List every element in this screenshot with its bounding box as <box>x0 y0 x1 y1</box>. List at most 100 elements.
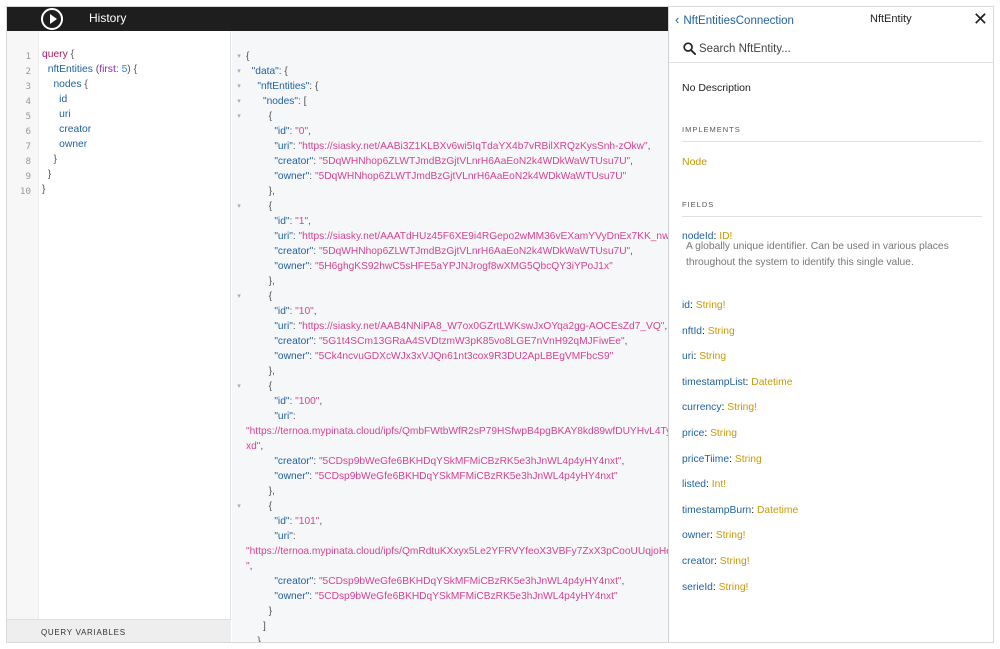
fold-spacer <box>232 394 246 409</box>
code-token: : <box>292 531 296 542</box>
field-timestampBurn[interactable]: timestampBurn: Datetime <box>682 505 798 516</box>
fold-spacer <box>232 304 246 319</box>
field-serieId[interactable]: serieId: String! <box>682 582 748 593</box>
code-token: } <box>42 169 52 180</box>
field-type: Int! <box>711 479 727 490</box>
field-currency[interactable]: currency: String! <box>682 402 757 413</box>
code-token: , <box>319 396 323 407</box>
code-token <box>246 261 274 272</box>
query-line: owner <box>42 139 137 154</box>
field-creator[interactable]: creator: String! <box>682 556 750 567</box>
code-token: : <box>313 156 319 167</box>
code-token: : <box>309 351 315 362</box>
implements-type-name: Node <box>682 156 708 168</box>
execute-query-button[interactable] <box>41 8 63 30</box>
result-line: } <box>246 634 666 642</box>
field-timestampList[interactable]: timestampList: Datetime <box>682 377 792 388</box>
fold-toggle-icon[interactable]: ▾ <box>237 53 241 60</box>
code-token: "owner" <box>274 591 310 602</box>
code-token: "0" <box>295 126 309 137</box>
code-token: xd" <box>246 441 261 452</box>
fold-toggle-icon[interactable]: ▾ <box>237 83 241 90</box>
close-icon[interactable]: ✕ <box>972 9 988 29</box>
implements-type-link[interactable]: Node <box>682 156 707 168</box>
fold-toggle-icon[interactable]: ▾ <box>237 383 241 390</box>
field-type: ID! <box>719 231 733 242</box>
code-token: { <box>246 291 273 302</box>
code-token: , <box>621 456 625 467</box>
field-id[interactable]: id: String! <box>682 300 726 311</box>
field-listed[interactable]: listed: Int! <box>682 479 726 490</box>
code-token: : <box>309 261 315 272</box>
query-line: query { <box>42 49 137 64</box>
field-type: String! <box>715 530 746 541</box>
code-token <box>246 171 274 182</box>
code-token: , <box>319 516 323 527</box>
field-owner[interactable]: owner: String! <box>682 530 746 541</box>
result-line: { <box>246 199 666 214</box>
fold-toggle-icon[interactable]: ▾ <box>237 68 241 75</box>
field-name: price <box>682 428 705 439</box>
code-token: }, <box>246 366 275 377</box>
fold-toggle-icon[interactable]: ▾ <box>237 293 241 300</box>
field-priceTiime[interactable]: priceTiime: String <box>682 454 762 465</box>
code-token: "101" <box>295 516 320 527</box>
code-token: , <box>313 306 317 317</box>
fold-toggle-icon[interactable]: ▾ <box>237 113 241 120</box>
code-token: "creator" <box>274 456 314 467</box>
code-token <box>246 471 274 482</box>
fold-toggle-icon[interactable]: ▾ <box>237 503 241 510</box>
result-viewer: ▾▾▾▾▾▾▾▾▾ { "data": { "nftEntities": { "… <box>232 31 668 642</box>
fold-spacer <box>232 259 246 274</box>
code-token: , <box>664 321 668 332</box>
fold-spacer <box>232 469 246 484</box>
fold-spacer <box>232 319 246 334</box>
query-variables-toggle[interactable]: QUERY VARIABLES <box>7 619 231 642</box>
code-token: "100" <box>295 396 320 407</box>
code-token: } <box>246 606 273 617</box>
code-token: "5CDsp9bWeGfe6BKHDqYSkMFMiCBzRK5e3hJnWL4… <box>318 456 622 467</box>
field-type: String <box>710 428 737 439</box>
docs-back-link[interactable]: ‹NftEntitiesConnection <box>675 12 794 27</box>
field-price[interactable]: price: String <box>682 428 737 439</box>
line-number: 8 <box>25 156 31 167</box>
type-description: No Description <box>682 82 751 94</box>
field-name: currency <box>682 402 722 413</box>
code-token: "5G1t4SCm13GRaA4SVDtzmW3pK85vo8LGE7nVnH9… <box>318 336 625 347</box>
fold-toggle-icon[interactable]: ▾ <box>237 203 241 210</box>
result-line: "data": { <box>246 64 666 79</box>
field-nodeId[interactable]: nodeId: ID! <box>682 231 732 242</box>
field-separator: : <box>729 454 735 465</box>
field-uri[interactable]: uri: String <box>682 351 726 362</box>
result-line: { <box>246 289 666 304</box>
query-line: } <box>42 154 137 169</box>
search-icon <box>683 42 696 55</box>
code-token: "https://siasky.net/AAB4NNiPA8_W7ox0GZrt… <box>298 321 665 332</box>
code-token: { <box>81 79 88 90</box>
code-token: first <box>99 64 116 75</box>
code-token: "5Ck4ncvuGDXcWJx3xVJQn61nt3cox9R3DU2ApLB… <box>314 351 614 362</box>
code-token: , <box>308 126 311 137</box>
result-line: } <box>246 604 666 619</box>
fold-toggle-icon[interactable]: ▾ <box>237 98 241 105</box>
docs-explorer: ‹NftEntitiesConnection NftEntity ✕ No De… <box>668 7 993 642</box>
field-separator: : <box>693 351 700 362</box>
play-icon <box>50 14 57 24</box>
query-code[interactable]: query { nftEntities (first: 5) { nodes {… <box>42 49 137 199</box>
result-line: "id": "10", <box>246 304 666 319</box>
query-line: nftEntities (first: 5) { <box>42 64 137 79</box>
history-button[interactable]: History <box>89 11 127 25</box>
chevron-left-icon: ‹ <box>675 12 680 27</box>
field-separator: : <box>690 300 696 311</box>
field-nftId[interactable]: nftId: String <box>682 326 735 337</box>
docs-search-input[interactable] <box>699 39 979 59</box>
code-token: "owner" <box>274 171 310 182</box>
code-token: : { <box>309 81 319 92</box>
code-token <box>246 306 274 317</box>
code-token: , <box>249 561 253 572</box>
code-token: 5 <box>121 64 128 75</box>
fold-spacer <box>232 349 246 364</box>
